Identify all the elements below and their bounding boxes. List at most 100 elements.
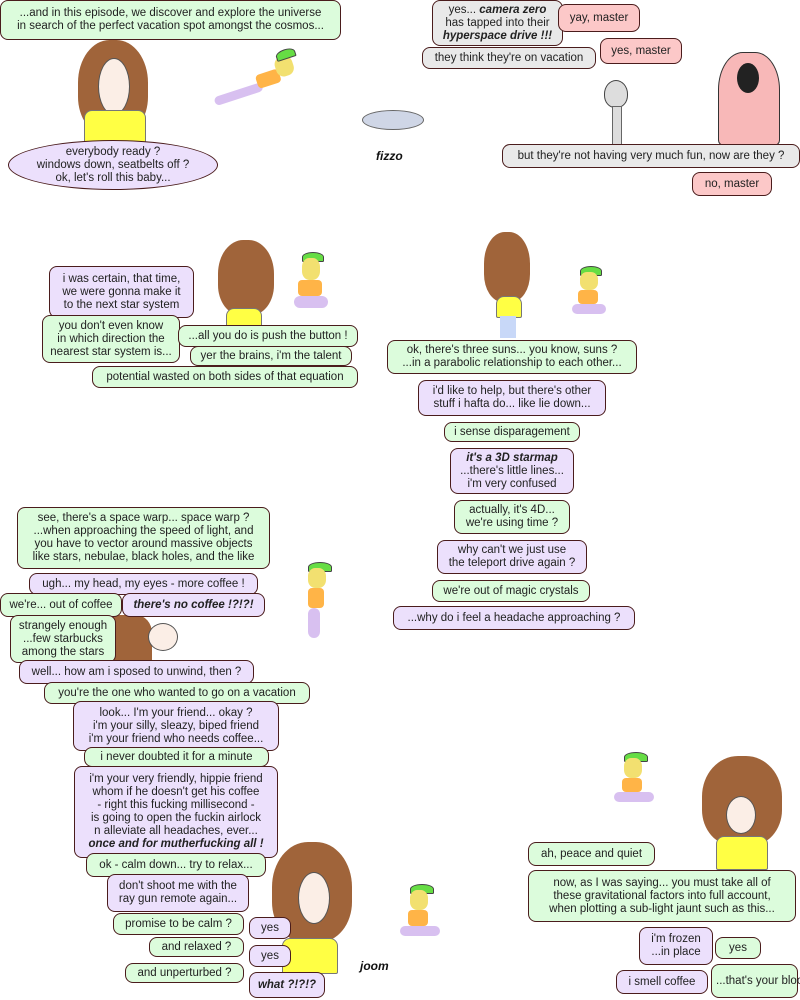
bubble-text: see, there's a space warp... space warp … [37,512,250,524]
bubble-text: i'm very confused [467,477,557,490]
hippie-character-panel2 [218,240,278,330]
bubble-line: i'd like to help, but there's other [423,385,601,398]
bubble-text: we're out of magic crystals [443,584,579,597]
bubble-text: we're... out of coffee [9,598,113,611]
bubble-text: ok, there's three suns... you know, suns… [406,344,618,356]
kid-character-with-remote [396,884,446,944]
speech-bubble: i never doubted it for a minute [84,747,269,767]
bubble-text: i'm your silly, sleazy, biped friend [92,719,260,732]
bubble-line: these gravitational factors into full ac… [533,890,791,903]
bubble-line: ugh... my head, my eyes - more coffee ! [34,578,253,591]
bubble-line: once and for mutherfucking all ! [79,838,273,851]
caption-joom: joom [360,959,389,973]
bubble-text: ...in place [651,946,701,958]
hippie-peeking-character [112,615,182,660]
bubble-line: ...that's your blood settling [716,975,800,988]
bubble-line: no, master [697,178,767,191]
bubble-text: ok - calm down... try to relax... [99,858,253,871]
bubble-line: yes [720,942,756,955]
speech-bubble: ah, peace and quiet [528,842,655,866]
bubble-text: ok, let's roll this baby... [55,171,171,184]
bubble-text: they think they're on vacation [434,51,584,64]
speech-bubble: potential wasted on both sides of that e… [92,366,358,388]
bubble-line: yes, master [605,45,677,58]
bubble-line: ...in place [644,946,708,959]
bubble-line: see, there's a space warp... space warp … [22,512,265,525]
bubble-text: look... I'm your friend... okay ? [99,706,253,719]
bubble-text: among the stars [21,645,105,658]
bubble-line: is going to open the fuckin airlock [79,812,273,825]
bubble-text-emphasis: hyperspace drive !!! [442,29,553,42]
bubble-line: - right this fucking millisecond - [79,799,273,812]
bubble-line: now, as I was saying... you must take al… [533,877,791,890]
bubble-text: in which direction the [57,332,165,345]
bubble-text: these gravitational factors into full ac… [553,889,771,902]
bubble-text: yes, master [611,44,671,57]
speech-bubble: no, master [692,172,772,196]
speech-bubble: see, there's a space warp... space warp … [17,507,270,569]
speech-bubble: but they're not having very much fun, no… [502,144,800,168]
bubble-text: when plotting a sub-light jaunt such as … [549,902,775,915]
bubble-text: ...that's your blood settling [716,974,800,987]
bubble-line: ...in a parabolic relationship to each o… [392,357,632,370]
bubble-line: promise to be calm ? [118,918,239,931]
bubble-line: actually, it's 4D... [459,504,565,517]
bubble-line: look... I'm your friend... okay ? [78,707,274,720]
speech-bubble: yes [249,917,291,939]
bubble-line: nearest star system is... [47,346,175,359]
bubble-text: ...in a parabolic relationship to each o… [402,357,622,369]
bubble-text: yes [729,941,747,954]
bubble-line: ah, peace and quiet [533,848,650,861]
bubble-line: yes [254,950,286,963]
speech-bubble: and relaxed ? [149,937,244,957]
bubble-line: well... how am i sposed to unwind, then … [24,666,249,679]
bubble-line: ...there's little lines... [455,465,569,478]
hippie-character-panel6 [696,756,786,870]
bubble-text: ...there's little lines... [460,464,564,477]
caption-fizzo: fizzo [376,149,403,163]
bubble-line: among the stars [15,646,111,659]
bubble-line: why can't we just use [442,544,582,557]
bubble-text: actually, it's 4D... [469,504,555,516]
bubble-line: we're... out of coffee [5,599,117,612]
bubble-text: ...why do i feel a headache approaching … [407,611,621,624]
bubble-line: i was certain, that time, [54,273,189,286]
bubble-line: we're out of magic crystals [437,585,585,598]
speech-bubble: ...and in this episode, we discover and … [0,0,341,40]
kid-character-panel3 [570,266,610,320]
bubble-line: yes [254,922,286,935]
spaceship-icon [362,110,424,130]
bubble-line: yes... camera zero [437,4,558,17]
speech-bubble: ...that's your blood settling [711,964,800,998]
bubble-line: n alleviate all headaches, ever... [79,825,273,838]
speech-bubble: ...why do i feel a headache approaching … [393,606,635,630]
bubble-text: you don't even know [58,319,164,332]
speech-bubble: look... I'm your friend... okay ?i'm you… [73,701,279,751]
bubble-text: to the next star system [63,298,180,311]
speech-bubble: promise to be calm ? [113,913,244,935]
bubble-text: windows down, seatbelts off ? [36,158,190,171]
bubble-text: stuff i hafta do... like lie down... [433,398,591,410]
bubble-line: you're the one who wanted to go on a vac… [49,687,305,700]
bubble-text-emphasis: there's no coffee !?!?! [133,598,254,611]
bubble-text: - right this fucking millisecond - [97,799,255,811]
bubble-line: i smell coffee [621,976,703,989]
kid-character-panel2 [292,252,332,322]
bubble-text: i smell coffee [628,975,696,988]
bubble-text: potential wasted on both sides of that e… [106,370,344,383]
bubble-text: i'm frozen [651,933,701,945]
bubble-line: i sense disparagement [449,426,575,439]
bubble-line: i never doubted it for a minute [89,751,264,764]
bubble-text: ...few starbucks [23,632,103,645]
bubble-line: hyperspace drive !!! [437,30,558,43]
speech-bubble: ...all you do is push the button ! [178,325,358,347]
bubble-text-emphasis: it's a 3D starmap [466,451,558,464]
bubble-text-emphasis: camera zero [479,3,547,16]
speech-bubble: it's a 3D starmap...there's little lines… [450,448,574,494]
bubble-text: like stars, nebulae, black holes, and th… [32,551,255,563]
speech-bubble: what ?!?!? [249,972,325,998]
speech-bubble: yes [249,945,291,967]
bubble-line: you have to vector around massive object… [22,538,265,551]
bubble-text: strangely enough [18,619,108,632]
